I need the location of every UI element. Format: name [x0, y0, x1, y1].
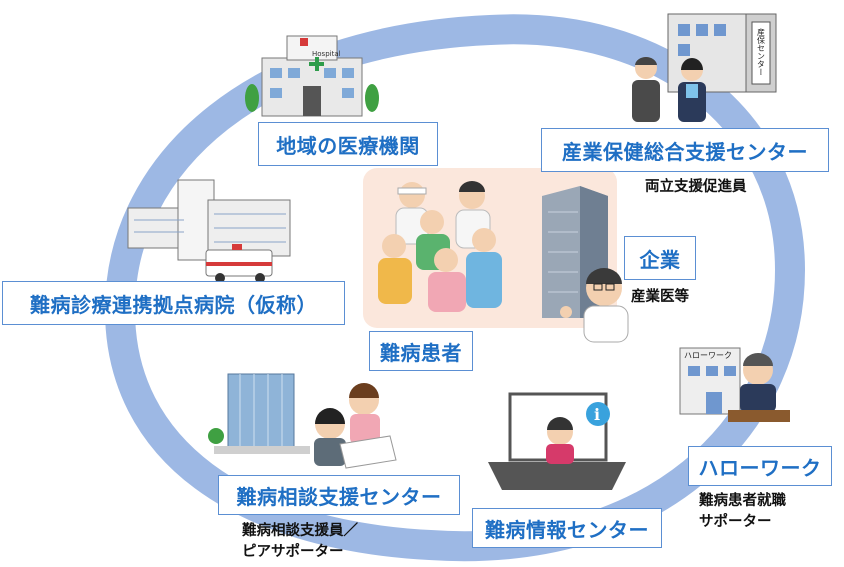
label-occupational-center: 産業保健総合支援センター [541, 128, 829, 172]
hospital-icon: Hospital [245, 35, 379, 117]
note-consult-center-1: 難病相談支援員／ [242, 523, 358, 539]
note-company: 産業医等 [631, 289, 689, 305]
base-hospital-building-icon [127, 179, 291, 261]
label-patients: 難病患者 [369, 331, 473, 371]
svg-text:i: i [594, 405, 600, 424]
label-hello-work: ハローワーク [688, 446, 832, 486]
ring-arrow-head [600, 28, 632, 54]
note-hello-work-2: サポーター [699, 514, 772, 530]
note-occupational-center: 両立支援促進員 [645, 179, 747, 195]
handshake-people-icon [632, 56, 706, 122]
hospital-sign: Hospital [312, 50, 341, 58]
label-company: 企業 [624, 236, 696, 280]
label-consult-center: 難病相談支援センター [218, 475, 460, 515]
note-consult-center-2: ピアサポーター [242, 544, 344, 560]
consult-center-building-icon [208, 373, 310, 454]
hello-work-building-icon: ハローワーク [679, 347, 741, 415]
patients-group-icon [378, 181, 502, 312]
info-center-laptop-icon: i [488, 392, 626, 490]
ambulance-icon [205, 244, 273, 283]
note-hello-work-1: 難病患者就職 [699, 493, 786, 509]
consulting-people-icon [314, 383, 397, 469]
label-info-center: 難病情報センター [472, 508, 662, 548]
industrial-doctor-icon [560, 268, 629, 343]
hello-work-sign: ハローワーク [684, 351, 732, 360]
occupational-center-building-icon: 産保センター [667, 13, 777, 93]
label-base-hospital: 難病診療連携拠点病院（仮称） [2, 281, 345, 325]
occupational-sign: 産保センター [757, 27, 766, 76]
label-local-medical: 地域の医療機関 [258, 122, 438, 166]
hello-work-staff-icon [728, 353, 790, 422]
